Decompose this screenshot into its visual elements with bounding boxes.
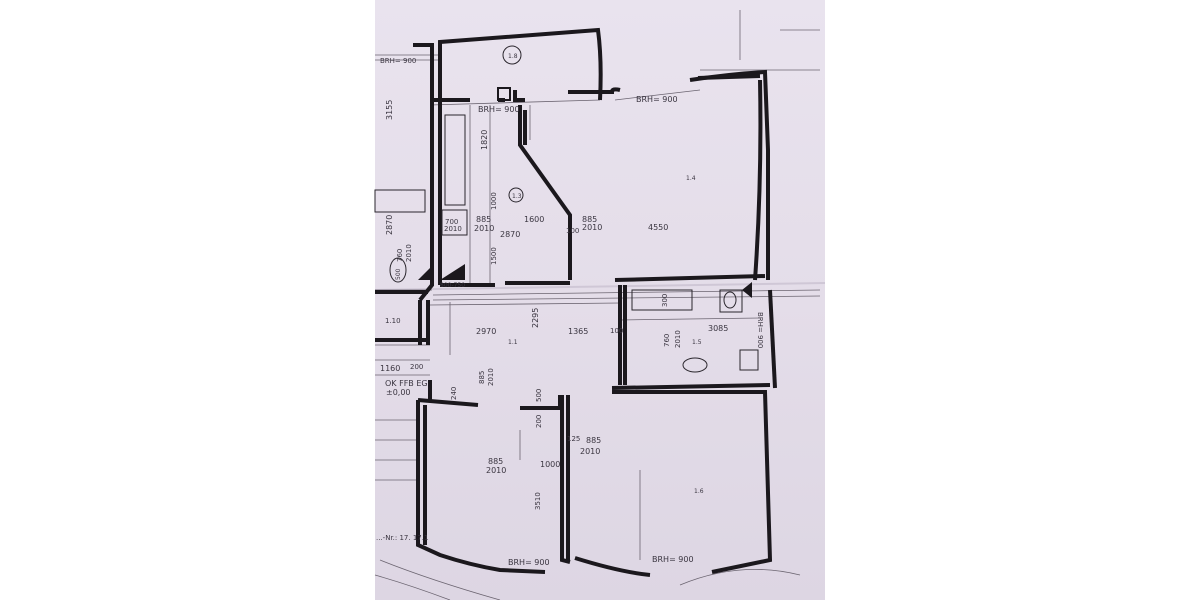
dim-885-e: 885 bbox=[488, 457, 503, 466]
dim-200-b: 200 bbox=[535, 415, 543, 428]
dim-1365: 1365 bbox=[568, 327, 588, 336]
label-brh-right-top: BRH= 900 bbox=[636, 95, 678, 104]
dim-1820: 1820 bbox=[480, 130, 489, 150]
dim-3510: 3510 bbox=[534, 492, 542, 510]
dim-2870-b: 2870 bbox=[385, 215, 394, 235]
dim-box-mark: 800-750 bbox=[440, 282, 465, 289]
walls bbox=[375, 27, 777, 577]
room-label-1-8: 1.8 bbox=[508, 53, 518, 60]
plan-labels: BRH= 900 BRH= 900 BRH= 900 BRH= 900 BRH=… bbox=[376, 53, 764, 567]
label-brh-bottom-left: BRH= 900 bbox=[508, 558, 550, 567]
dim-885-d: 885 bbox=[586, 436, 601, 445]
room-label-1-1: 1.1 bbox=[508, 339, 518, 346]
dim-240: 240 bbox=[450, 387, 458, 400]
dim-3085: 3085 bbox=[708, 324, 728, 333]
stamp-text: ...-Nr.: 17. 17.1 bbox=[376, 534, 428, 542]
room-label-1-10: 1.10 bbox=[385, 317, 401, 325]
dim-200: 200 bbox=[410, 363, 423, 371]
dim-700: 700 bbox=[445, 218, 458, 226]
room-label-1-3: 1.3 bbox=[512, 193, 522, 200]
level-marker-text: OK FFB EG bbox=[385, 379, 428, 388]
dim-2295: 2295 bbox=[531, 308, 540, 328]
dim-4550: 4550 bbox=[648, 223, 668, 232]
dim-1500: 1500 bbox=[490, 247, 498, 265]
dim-2970: 2970 bbox=[476, 327, 496, 336]
dim-1000-b: 1000 bbox=[540, 460, 560, 469]
dim-885-b: 885 bbox=[582, 215, 597, 224]
dim-760-b: 760 bbox=[663, 334, 671, 347]
dim-100-b: 100 bbox=[610, 327, 623, 335]
level-marker-value: ±0,00 bbox=[386, 388, 411, 397]
dim-2010-e: 2010 bbox=[674, 330, 682, 348]
section-marks bbox=[418, 87, 752, 298]
dim-2010-b: 2010 bbox=[444, 225, 462, 233]
fixtures bbox=[374, 45, 759, 373]
dim-2010-c: 2010 bbox=[582, 223, 602, 232]
dim-2010-a: 2010 bbox=[474, 224, 494, 233]
dim-885-c: 885 bbox=[478, 371, 486, 384]
dim-885-a: 885 bbox=[476, 215, 491, 224]
room-label-1-6: 1.6 bbox=[694, 488, 704, 495]
dim-100-a: 100 bbox=[566, 227, 579, 235]
label-brh-bottom-right: BRH= 900 bbox=[652, 555, 694, 564]
dim-2010-d: 2010 bbox=[405, 244, 413, 262]
dim-2010-h: 2010 bbox=[486, 466, 506, 475]
dim-2010-f: 2010 bbox=[487, 368, 495, 386]
dim-2010-g: 2010 bbox=[580, 447, 600, 456]
dim-500-b: 500 bbox=[535, 389, 543, 402]
room-label-1-5: 1.5 bbox=[692, 339, 702, 346]
dim-1000: 1000 bbox=[490, 192, 498, 210]
dim-300: 300 bbox=[661, 294, 669, 307]
dim-125: 125 bbox=[567, 435, 580, 443]
dim-1600: 1600 bbox=[524, 215, 544, 224]
dim-3155: 3155 bbox=[385, 100, 394, 120]
dim-500: 500 bbox=[395, 268, 402, 280]
room-label-1-4: 1.4 bbox=[686, 175, 696, 182]
dim-2870-a: 2870 bbox=[500, 230, 520, 239]
label-brh-right-side: BRH= 900 bbox=[756, 312, 764, 348]
dim-760-a: 760 bbox=[396, 249, 404, 262]
dim-1160: 1160 bbox=[380, 364, 400, 373]
label-brh-top-left: BRH= 900 bbox=[380, 57, 416, 65]
label-brh-mid: BRH= 900 bbox=[478, 105, 520, 114]
